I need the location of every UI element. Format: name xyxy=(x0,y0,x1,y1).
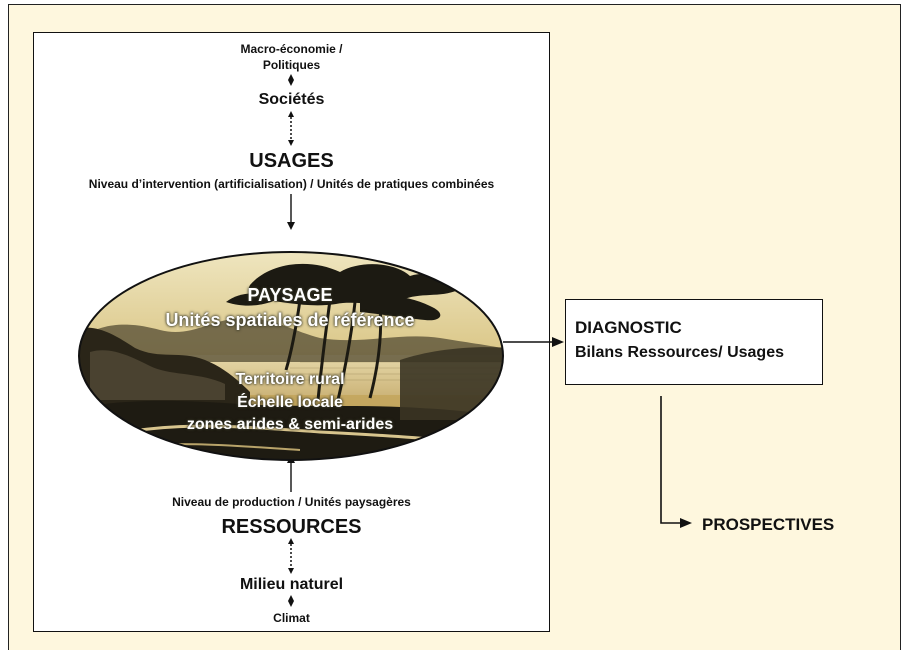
prospectives-label: PROSPECTIVES xyxy=(702,515,835,534)
diamond-link-bottom xyxy=(288,595,294,607)
production-label: Niveau de production / Unités paysagères xyxy=(172,495,411,509)
usages-label: USAGES xyxy=(249,150,334,172)
oval-border xyxy=(78,251,504,461)
diagnostic-title: DIAGNOSTIC xyxy=(575,318,682,337)
diamond-link-top xyxy=(288,74,294,86)
paysage-title: PAYSAGE xyxy=(247,285,333,305)
societes-label: Sociétés xyxy=(258,91,325,108)
politiques-label: Politiques xyxy=(262,58,321,72)
climat-label: Climat xyxy=(273,611,310,625)
zones-label: zones arides & semi-arides xyxy=(186,416,394,433)
milieu-naturel-label: Milieu naturel xyxy=(239,576,344,593)
macro-economie-label: Macro-économie / xyxy=(240,42,343,56)
top-connectors xyxy=(287,74,295,230)
echelle-label: Échelle locale xyxy=(237,394,343,411)
bottom-connectors xyxy=(287,455,295,607)
landscape-oval xyxy=(78,251,504,461)
paysage-subtitle: Unités spatiales de référence xyxy=(165,310,415,330)
ressources-label: RESSOURCES xyxy=(221,516,362,538)
usages-subtitle: Niveau d’intervention (artificialisation… xyxy=(88,177,495,191)
arrow-diagnostic-to-prospectives xyxy=(660,396,683,524)
distant-hills xyxy=(79,317,503,362)
territoire-label: Territoire rural xyxy=(235,371,345,388)
diagnostic-subtitle: Bilans Ressources/ Usages xyxy=(575,344,784,361)
diagnostic-box xyxy=(565,299,823,385)
